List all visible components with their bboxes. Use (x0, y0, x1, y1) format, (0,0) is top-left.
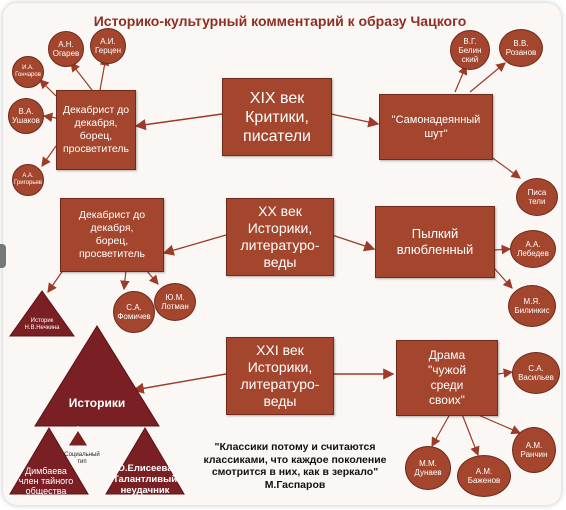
person-fomichev: С.А. Фомичев (113, 291, 155, 333)
arrow-pisateli (489, 155, 521, 179)
slide-title: Историко-культурный комментарий к образу… (93, 13, 467, 29)
arrow-c20-l2 (162, 234, 227, 256)
triangle-dimbaeva (9, 427, 89, 495)
arrow-ranchin (475, 413, 522, 435)
arrow-c20-r2 (331, 234, 376, 252)
arrow-c21-historians (132, 373, 227, 394)
left-box-decembrist-1: Декабрист до декабря, борец, просветител… (56, 90, 136, 170)
person-ushakov: В.А. Ушаков (8, 98, 44, 134)
label-eliseeva: О.Елисеева Талантливый неудачник (112, 463, 178, 496)
triangle-historians (34, 325, 160, 427)
person-vasiliev: С.А. Васильев (512, 352, 560, 394)
arrow-bazhenov (461, 413, 480, 457)
arrow-bilinkis (493, 267, 513, 289)
left-box-decembrist-2: Декабрист до декабря, борец, просветител… (60, 198, 164, 272)
arrow-goncharov (39, 79, 57, 97)
center-box-xix: XIX век Критики, писатели (222, 78, 332, 156)
person-bilinkis: М.Я. Билинкис (508, 285, 556, 327)
person-lotman: Ю.М. Лотман (154, 283, 196, 321)
right-box-drama: Драма "чужой среди своих" (396, 340, 498, 416)
arrow-lotman (145, 269, 159, 285)
person-lebedev: А.А. Лебедев (510, 230, 556, 268)
person-belinsky: В.Г. Белин ский (450, 30, 490, 70)
right-box-shut: "Самонадеянный шут" (379, 94, 493, 160)
label-social-type: Социальный тип (64, 452, 100, 465)
person-pisateli: Писа тели (516, 178, 558, 216)
person-rozanov: В.В. Розанов (499, 29, 543, 67)
triangle-nechkina (9, 290, 75, 337)
person-ranchin: А.М. Ранчин (512, 427, 556, 473)
arrow-belinsky (454, 64, 468, 93)
center-box-xx: XX век Историки, литературо- веды (226, 198, 334, 276)
arrow-ushakov (42, 112, 57, 123)
person-dunaev: М.М. Дунаев (405, 446, 451, 490)
arrow-lebedev (493, 244, 512, 255)
person-gertsen: А.И. Герцен (90, 28, 126, 64)
arrow-c19-l1 (134, 113, 223, 131)
center-box-xxi: XXI век Историки, литературо- веды (226, 337, 334, 415)
label-nechkina: Историк Н.В.Нечкина (24, 318, 60, 331)
arrow-c19-r1 (330, 113, 380, 128)
arrow-vasiliev (497, 368, 514, 378)
arrow-dunaev (431, 413, 451, 448)
label-dimbaeva: Димбаева член тайного общества (18, 466, 74, 496)
arrow-fomichev (120, 269, 130, 291)
triangle-social-type (67, 429, 89, 447)
person-grigoriev: А.А. Григорьев (12, 164, 44, 196)
person-ogarev: А.Н. Огарев (48, 31, 84, 67)
arrow-ogarev (70, 62, 93, 91)
person-goncharov: И.А. Гончаров (12, 56, 44, 88)
person-bazhenov: А.М. Баженов (457, 455, 511, 497)
scrollbar-tab[interactable] (0, 244, 6, 268)
triangle-eliseeva (105, 427, 185, 495)
right-box-lover: Пылкий влюбленный (375, 206, 495, 278)
arrow-grigoriev (41, 145, 57, 167)
arrow-rozanov (469, 62, 506, 93)
gasparov-quote: "Классики потому и считаются классиками,… (203, 441, 387, 491)
label-historians: Историки (68, 396, 126, 410)
